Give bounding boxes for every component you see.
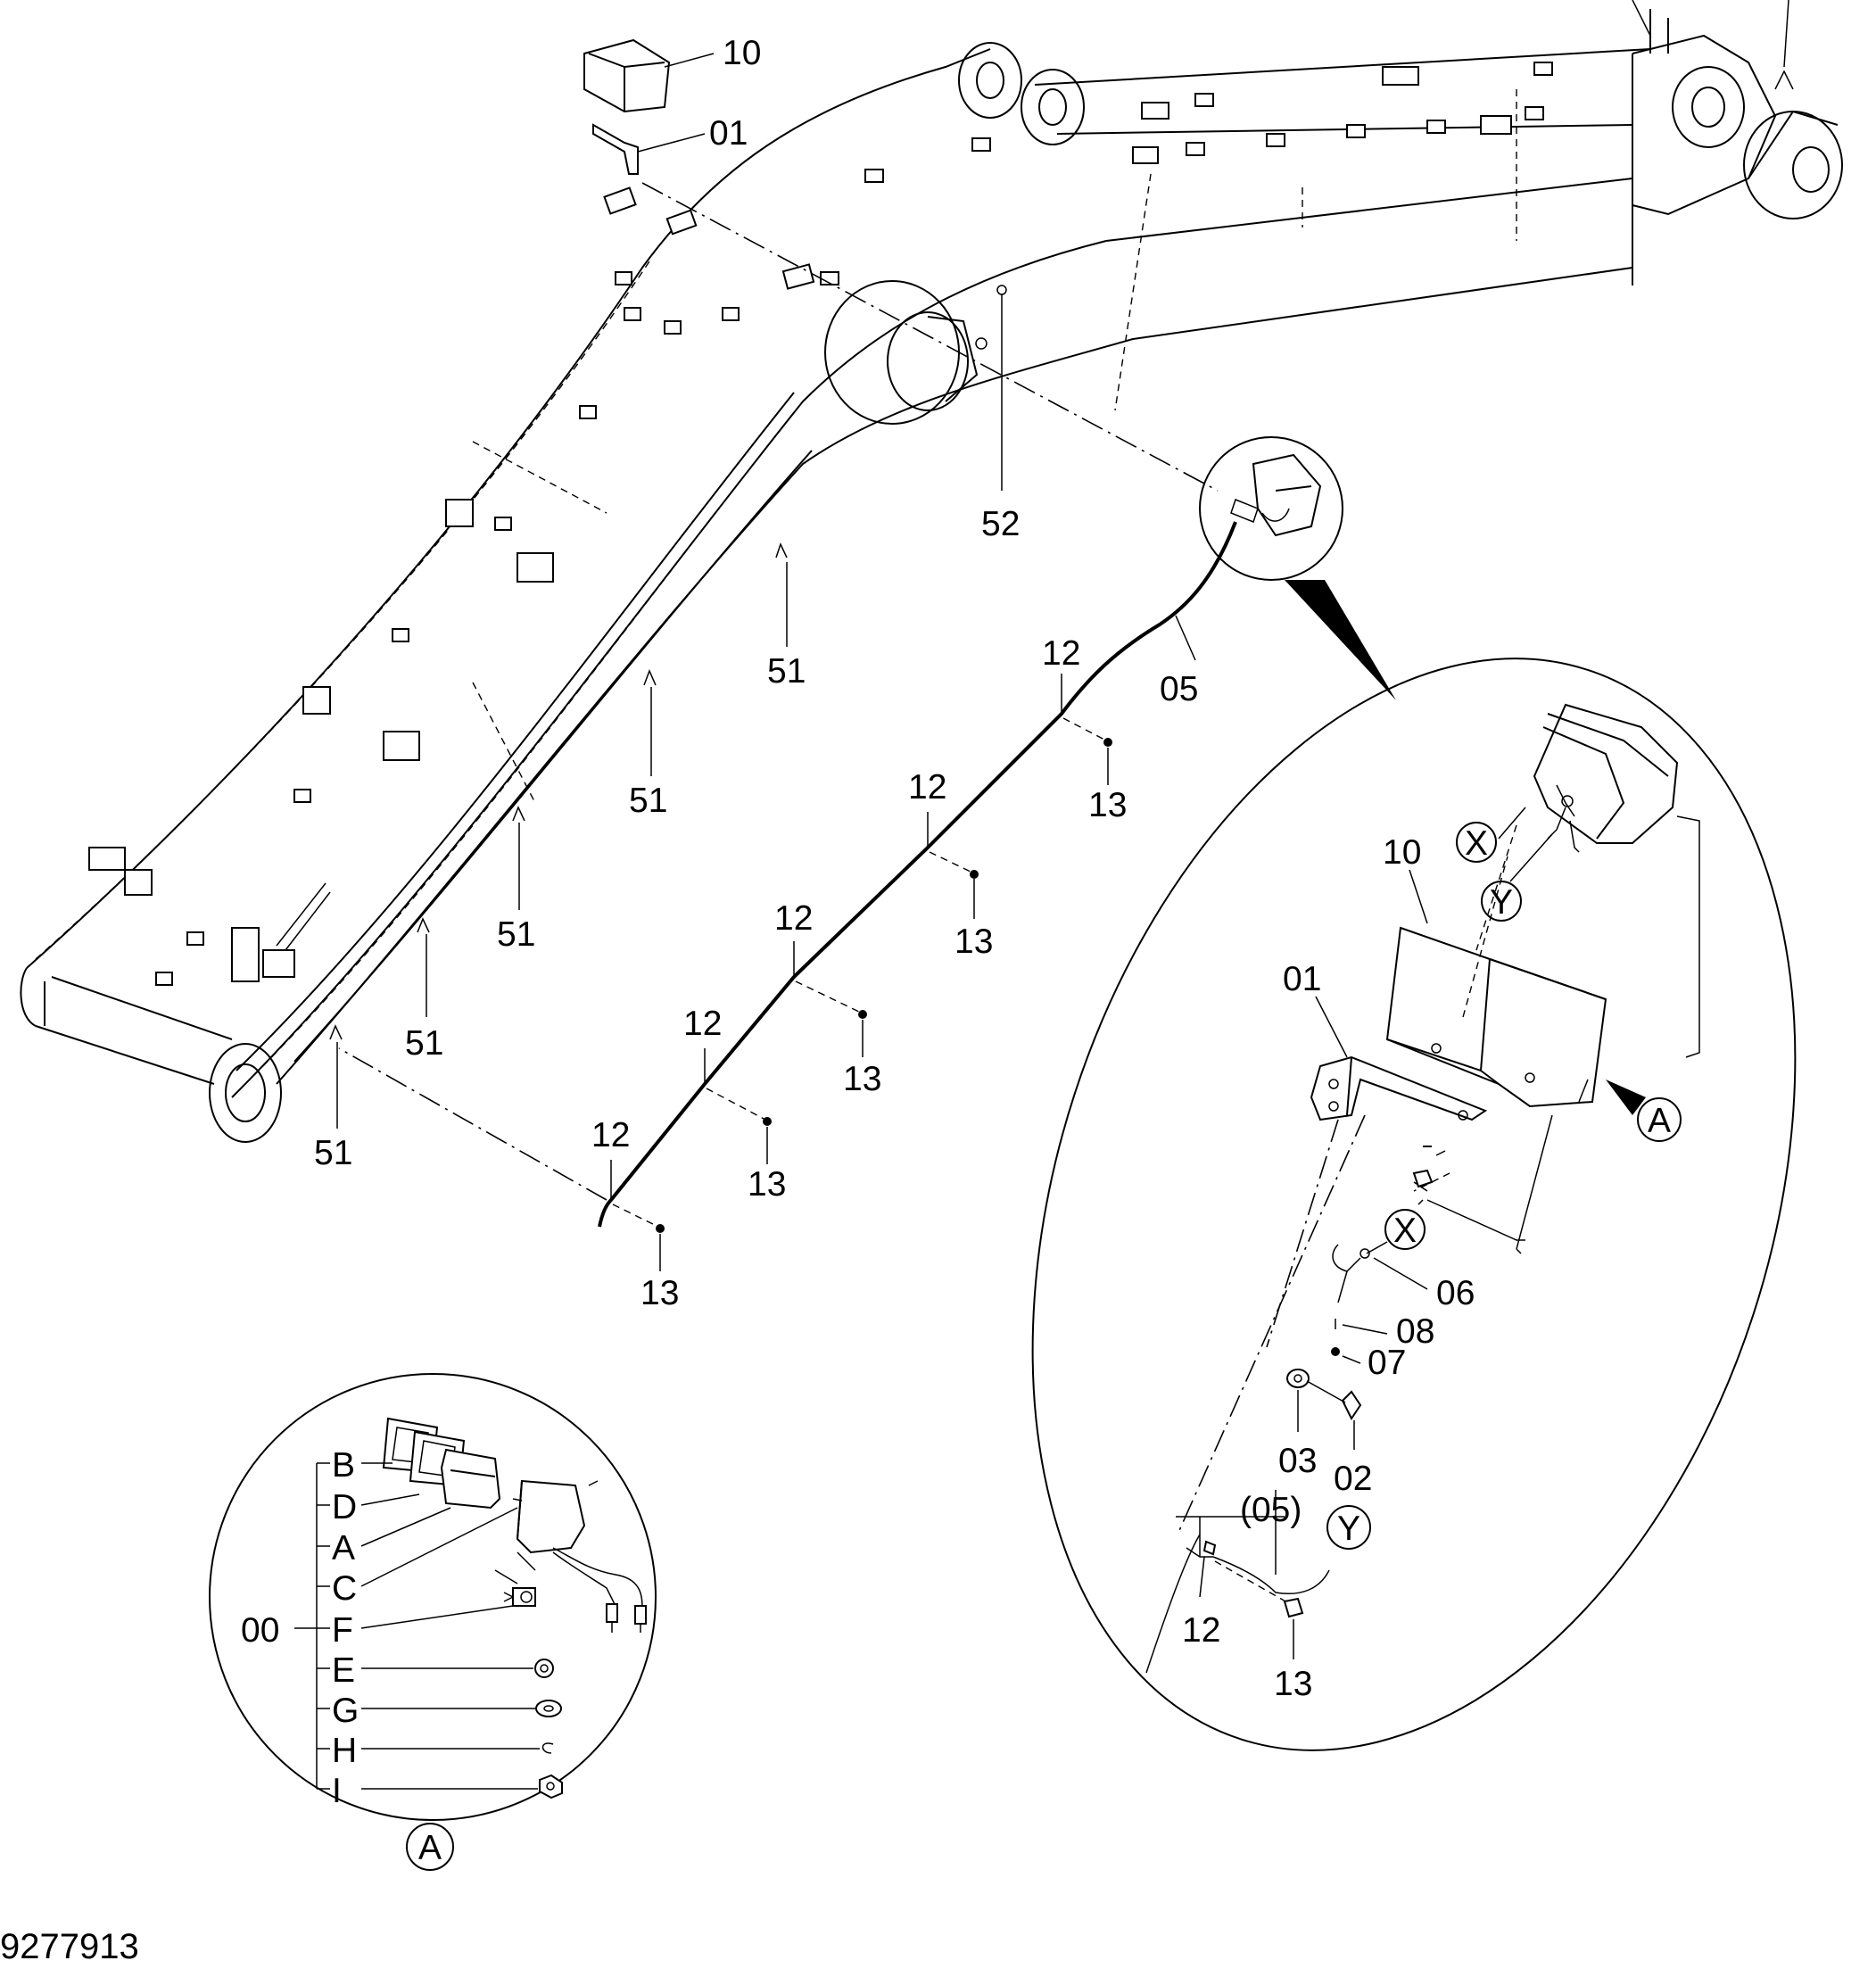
detail-callout-10: 10 xyxy=(1383,833,1421,872)
part-label-i: I xyxy=(332,1772,342,1810)
detail-callout-06: 06 xyxy=(1436,1274,1475,1312)
label-x-top: X xyxy=(1465,824,1488,863)
callout-51-e: 51 xyxy=(314,1134,352,1172)
detail-callout-03: 03 xyxy=(1278,1442,1317,1480)
assembly-number: 00 xyxy=(241,1611,279,1650)
detail-marker-a: A xyxy=(1648,1102,1671,1140)
detail-callout-01: 01 xyxy=(1283,960,1321,998)
callout-51-c: 51 xyxy=(497,915,535,954)
callout-12-b: 12 xyxy=(683,1005,722,1043)
detail-callout-05-ref: (05) xyxy=(1240,1491,1302,1529)
part-label-b: B xyxy=(332,1446,355,1485)
callout-13-c: 13 xyxy=(843,1060,881,1098)
callout-12-e: 12 xyxy=(1042,634,1080,673)
detail-callout-02: 02 xyxy=(1334,1460,1372,1498)
clip-and-screw-set xyxy=(610,674,1112,1271)
callout-13-a: 13 xyxy=(640,1274,679,1312)
leader-01-top xyxy=(637,133,706,153)
assembly-marker-a: A xyxy=(418,1829,442,1867)
callout-01-top: 01 xyxy=(709,114,748,153)
callout-51-b: 51 xyxy=(629,782,667,820)
callout-13-d: 13 xyxy=(955,922,993,961)
part-label-h: H xyxy=(332,1732,357,1770)
callout-13-b: 13 xyxy=(748,1165,786,1204)
callout-13-e: 13 xyxy=(1088,786,1127,824)
part-label-g: G xyxy=(332,1692,359,1730)
label-y-bot: Y xyxy=(1337,1510,1360,1548)
part-label-f: F xyxy=(332,1611,353,1650)
callout-12-a: 12 xyxy=(591,1116,630,1154)
boom-structure xyxy=(20,0,1843,1143)
detail-callout-07: 07 xyxy=(1368,1344,1406,1382)
document-number: 9277913 xyxy=(0,1927,139,1966)
work-lamp-top xyxy=(583,38,671,113)
leader-05 xyxy=(1175,615,1196,661)
detail-callout-12: 12 xyxy=(1182,1611,1220,1650)
zoom-circle xyxy=(1199,436,1396,700)
part-label-c: C xyxy=(332,1569,357,1608)
callout-05: 05 xyxy=(1160,670,1198,708)
callout-12-d: 12 xyxy=(908,768,946,807)
part-label-e: E xyxy=(332,1651,355,1690)
callout-51-a: 51 xyxy=(767,652,806,691)
detail-callout-08: 08 xyxy=(1396,1312,1434,1351)
label-y-top: Y xyxy=(1490,883,1513,922)
wiring-harness xyxy=(598,521,1237,1228)
callout-10-top: 10 xyxy=(723,34,761,72)
callout-12-c: 12 xyxy=(774,899,813,938)
callout-51-d: 51 xyxy=(405,1024,443,1063)
light-assembly-view: B D A C F E G H I 00 A xyxy=(209,1373,657,1871)
detail-view: X Y 10 01 X 06 08 07 03 02 (05) Y 12 13 … xyxy=(1031,658,1797,1751)
callout-52: 52 xyxy=(981,505,1020,543)
label-x-mid: X xyxy=(1393,1212,1417,1250)
installation-axis xyxy=(641,182,1219,492)
detail-callout-13: 13 xyxy=(1274,1665,1312,1703)
harness-route-line xyxy=(338,1047,607,1201)
leader-10-top xyxy=(664,53,715,68)
part-label-d: D xyxy=(332,1488,357,1526)
part-label-a: A xyxy=(332,1529,355,1568)
lamp-bracket-top xyxy=(592,123,639,175)
